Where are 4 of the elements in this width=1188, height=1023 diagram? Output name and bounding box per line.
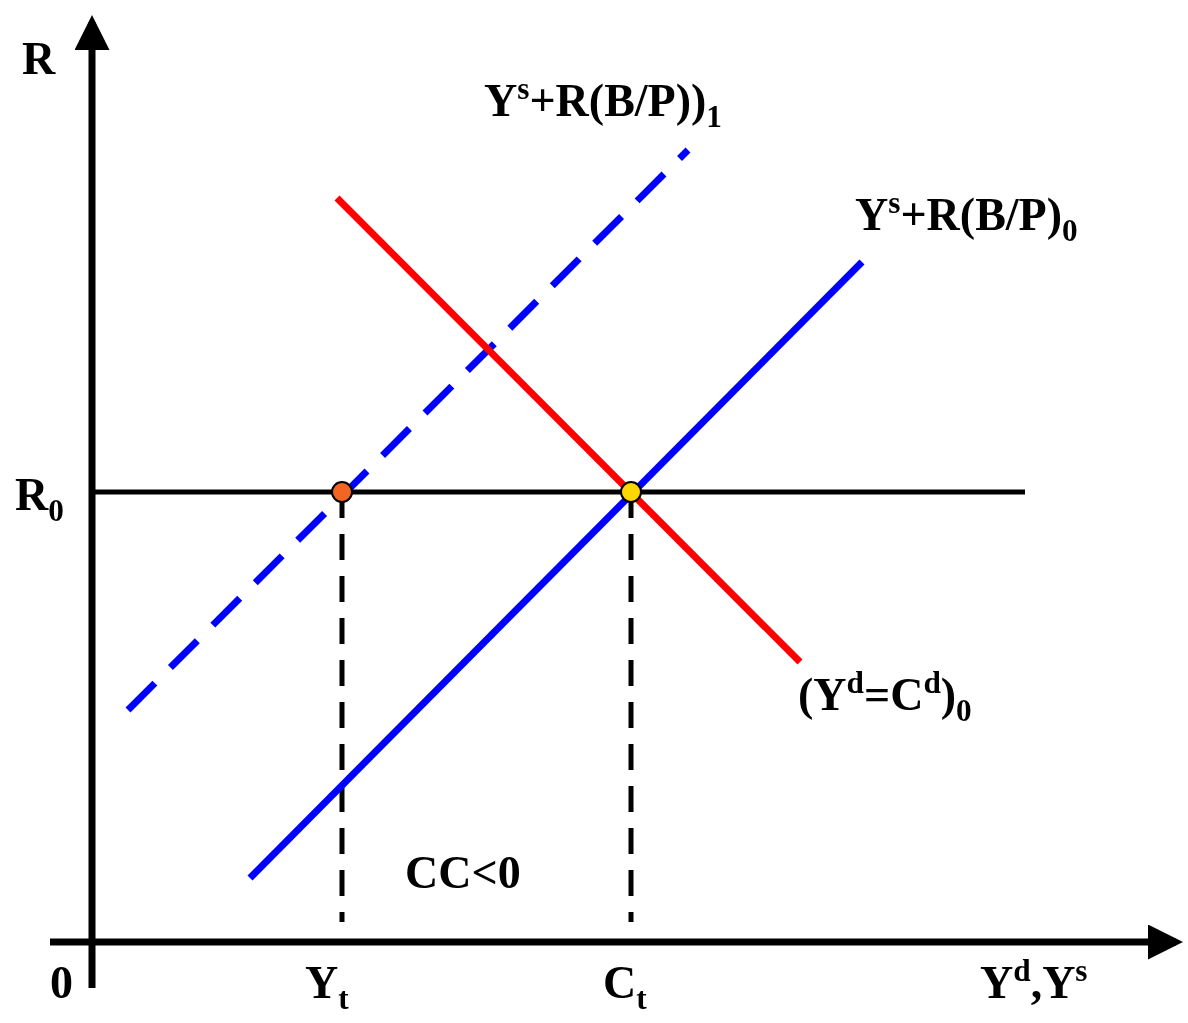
axis-tick-label: 0	[50, 960, 73, 1006]
annotation: CC<0	[405, 850, 521, 896]
axis-label: Y$^{d}$,Y$^{s}$	[980, 960, 1088, 1006]
axis-label: R	[22, 36, 56, 82]
